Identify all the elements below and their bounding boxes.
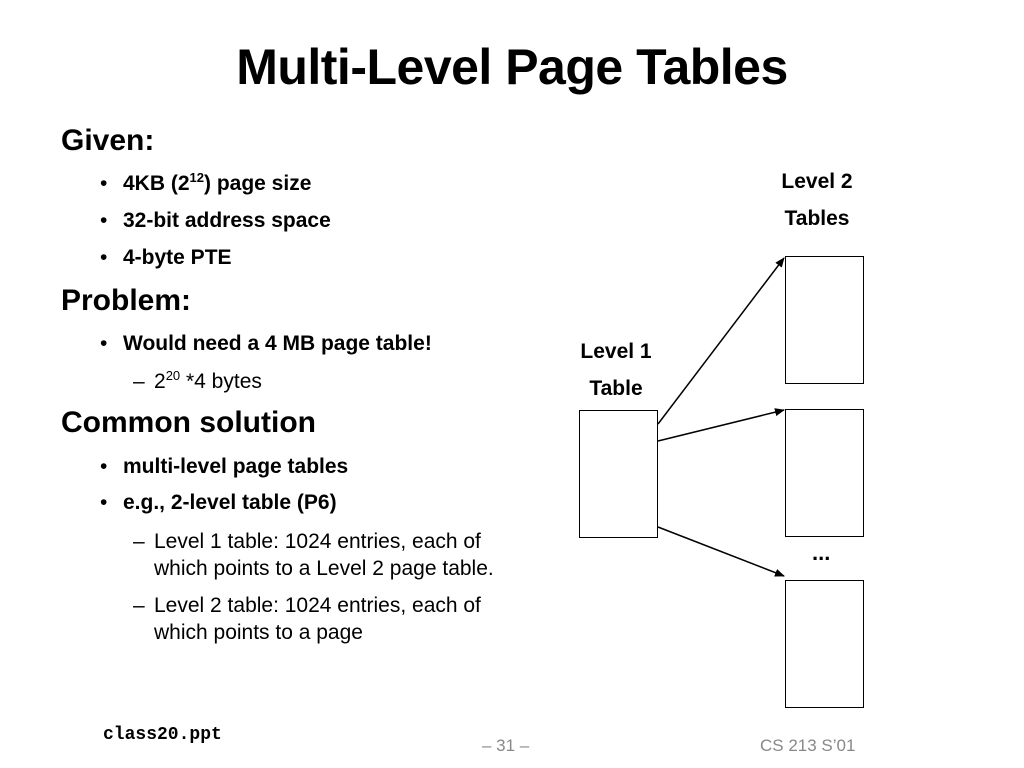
footer-course: CS 213 S’01 — [760, 736, 856, 755]
superscript: 20 — [165, 368, 181, 383]
bullet-glyph: • — [100, 172, 108, 195]
sub-text-continued: which points to a page — [154, 621, 363, 644]
level2-label: Level 2 Tables — [757, 163, 877, 237]
sub-text: 2 — [154, 370, 166, 393]
bullet-address-space: • 32-bit address space — [100, 209, 331, 233]
sub-text: Level 2 table: 1024 entries, each of — [154, 594, 481, 617]
bullet-glyph: • — [100, 246, 108, 269]
level2-table-box-2 — [785, 409, 864, 537]
bullet-text: Would need a 4 MB page table! — [123, 332, 432, 355]
sub-text-continued: which points to a Level 2 page table. — [154, 557, 494, 580]
label-line: Table — [589, 377, 643, 400]
sub-bullet-size-calc: –220 *4 bytes — [133, 368, 262, 395]
dash-glyph: – — [133, 530, 145, 553]
bullet-glyph: • — [100, 332, 108, 355]
arrow-to-level2-table-1 — [657, 257, 785, 425]
level2-table-box-1 — [785, 256, 864, 384]
footer-page-number: – 31 – — [482, 736, 530, 755]
heading-given: Given: — [61, 124, 155, 157]
bullet-text: 4KB (2 — [123, 172, 190, 195]
bullet-glyph: • — [100, 209, 108, 232]
bullet-two-level: • e.g., 2-level table (P6) — [100, 491, 337, 515]
sub-bullet-level2: –Level 2 table: 1024 entries, each of wh… — [133, 592, 481, 646]
bullet-glyph: • — [100, 491, 108, 514]
bullet-text: 4-byte PTE — [123, 246, 232, 269]
level1-label: Level 1 Table — [556, 333, 676, 407]
label-line: Level 2 — [781, 170, 853, 193]
bullet-text: e.g., 2-level table (P6) — [123, 491, 337, 514]
label-line: Tables — [784, 207, 850, 230]
sub-text: *4 bytes — [180, 370, 262, 393]
arrow-to-level2-table-3 — [657, 526, 785, 577]
arrow-to-level2-table-2 — [657, 408, 785, 442]
dash-glyph: – — [133, 594, 145, 617]
bullet-page-size: • 4KB (212) page size — [100, 170, 312, 196]
bullet-pte: • 4-byte PTE — [100, 246, 232, 270]
bullet-text: ) page size — [204, 172, 312, 195]
superscript: 12 — [189, 170, 204, 185]
level2-table-box-3 — [785, 580, 864, 708]
bullet-multi-level: • multi-level page tables — [100, 455, 348, 479]
more-tables-ellipsis: ... — [812, 540, 831, 565]
slide-title: Multi-Level Page Tables — [236, 39, 788, 95]
dash-glyph: – — [133, 370, 145, 393]
footer-filename: class20.ppt — [103, 725, 222, 745]
heading-problem: Problem: — [61, 284, 192, 317]
level1-table-box — [579, 410, 658, 538]
sub-text: Level 1 table: 1024 entries, each of — [154, 530, 481, 553]
bullet-text: 32-bit address space — [123, 209, 331, 232]
bullet-text: multi-level page tables — [123, 455, 349, 478]
label-line: Level 1 — [580, 340, 652, 363]
heading-solution: Common solution — [61, 406, 316, 439]
sub-bullet-level1: –Level 1 table: 1024 entries, each of wh… — [133, 528, 494, 582]
bullet-glyph: • — [100, 455, 108, 478]
bullet-4mb-table: • Would need a 4 MB page table! — [100, 332, 432, 356]
